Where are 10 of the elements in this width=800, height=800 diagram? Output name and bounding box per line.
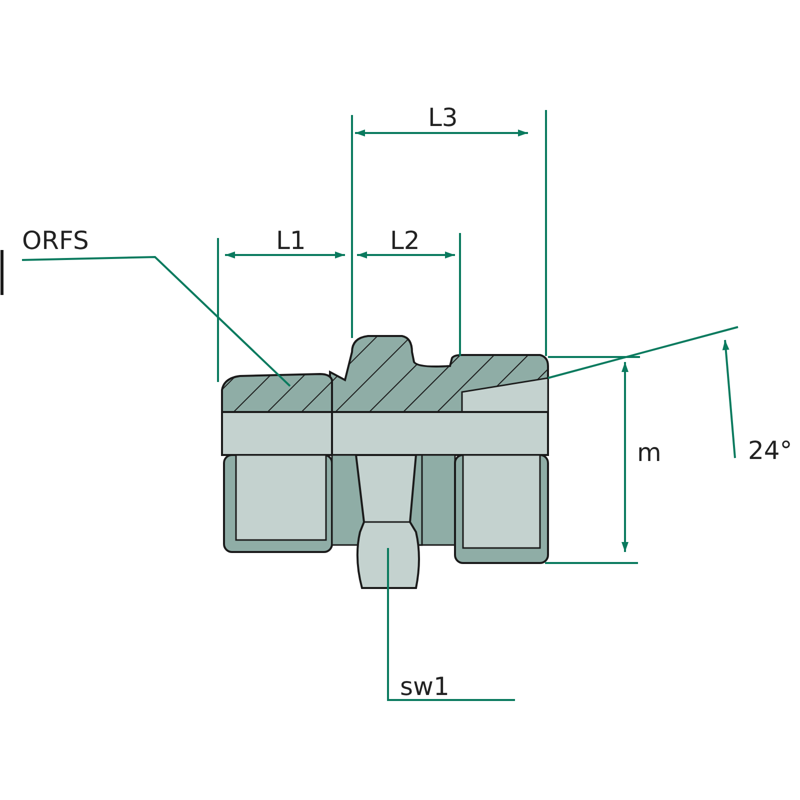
dimension-label: L1: [276, 228, 306, 253]
thread-end-drawing: [221, 373, 333, 553]
hex-drawing: [331, 454, 423, 589]
dimension-label: L2: [390, 228, 420, 253]
leader-line: [387, 548, 515, 701]
callout-label: ORFS: [22, 228, 155, 260]
callout-label: sw1: [400, 674, 515, 700]
dimension-label: 24°: [748, 438, 792, 463]
dimension-label: L3: [428, 105, 458, 130]
dimension-label: m: [637, 440, 662, 465]
